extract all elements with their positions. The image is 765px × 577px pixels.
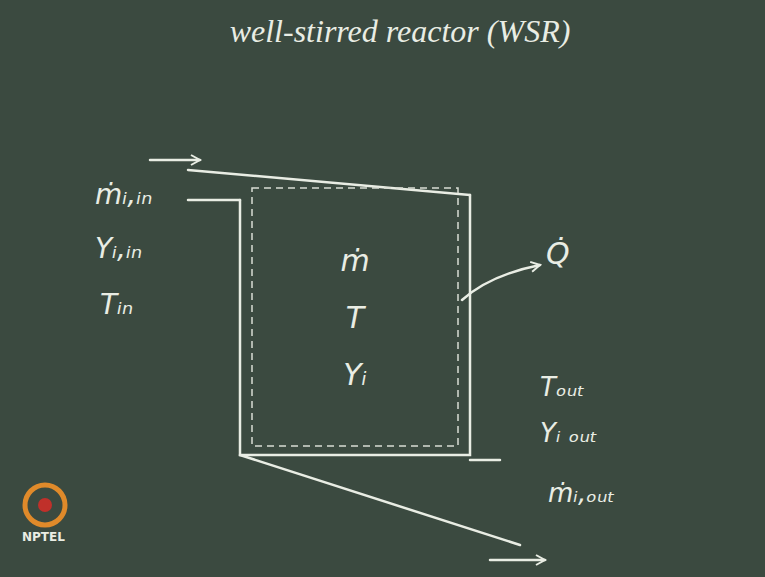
inlet-temperature: Tᵢₙ bbox=[100, 288, 133, 321]
reactor-variable: T bbox=[346, 300, 364, 335]
inlet-mass-fraction: Yᵢ,ᵢₙ bbox=[95, 232, 142, 265]
logo-text: NPTEL bbox=[22, 530, 65, 544]
outlet-mass-fraction: Yᵢ ₒᵤₜ bbox=[540, 418, 598, 448]
outlet-temperature: Tₒᵤₜ bbox=[540, 372, 585, 402]
inlet-mass-flow: ṁᵢ,ᵢₙ bbox=[95, 178, 152, 211]
diagram-title: well-stirred reactor (WSR) bbox=[210, 8, 590, 54]
reactor-variable: Yᵢ bbox=[343, 357, 367, 392]
reactor-box: ṁT Yᵢ bbox=[254, 190, 456, 444]
outlet-mass-flow: ṁᵢ,ₒᵤₜ bbox=[548, 478, 615, 508]
reactor-variable: ṁ bbox=[340, 243, 369, 278]
heat-loss: Q̇ bbox=[546, 236, 570, 271]
